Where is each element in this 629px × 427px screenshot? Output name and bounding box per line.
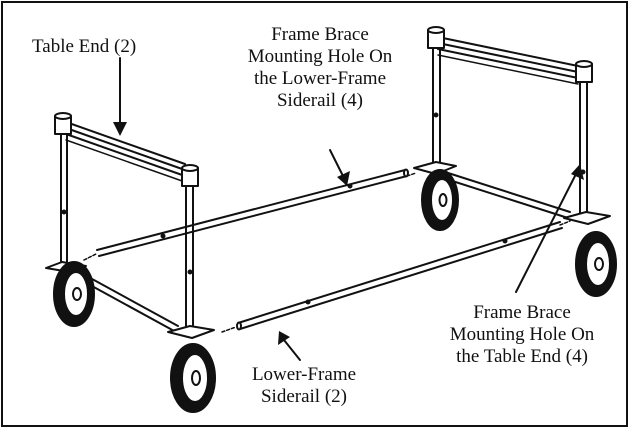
lower-frame bbox=[69, 168, 571, 333]
label-table-end: Table End (2) bbox=[32, 36, 137, 57]
left-table-end bbox=[54, 112, 199, 329]
label-line: Siderail (4) bbox=[276, 90, 363, 111]
caster-front-right bbox=[167, 325, 216, 413]
label-line: Frame Brace bbox=[473, 302, 571, 323]
label-line: Mounting Hole On bbox=[449, 324, 595, 345]
label-brace-hole-siderail: Frame Brace Mounting Hole On the Lower-F… bbox=[220, 24, 420, 112]
label-line: Frame Brace bbox=[271, 24, 369, 45]
label-line: Siderail (2) bbox=[260, 386, 347, 407]
label-line: Lower-Frame bbox=[251, 364, 357, 385]
callout-arrows bbox=[113, 57, 584, 361]
label-line: Mounting Hole On bbox=[247, 46, 393, 67]
label-line: the Table End (4) bbox=[456, 346, 588, 367]
label-brace-hole-table-end: Frame Brace Mounting Hole On the Table E… bbox=[424, 302, 620, 368]
caster-front-left bbox=[45, 261, 95, 327]
label-lower-siderail: Lower-Frame Siderail (2) bbox=[234, 364, 374, 408]
right-table-end bbox=[427, 26, 593, 221]
caster-back-left bbox=[413, 161, 459, 231]
caster-back-right bbox=[563, 211, 617, 297]
label-line: the Lower-Frame bbox=[253, 68, 387, 89]
